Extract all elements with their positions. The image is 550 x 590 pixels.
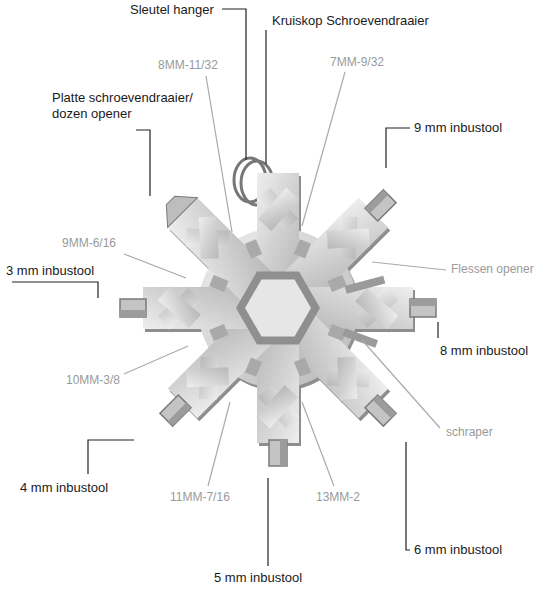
part-label: 8 mm inbustool bbox=[440, 343, 528, 359]
size-label: 7MM-9/32 bbox=[330, 55, 384, 69]
part-label: Kruiskop Schroevendraaier bbox=[272, 13, 429, 29]
size-label: 8MM-11/32 bbox=[158, 58, 218, 72]
size-label: 13MM-2 bbox=[316, 490, 360, 504]
size-label: 9MM-6/16 bbox=[62, 236, 116, 250]
size-label: schraper bbox=[446, 425, 493, 439]
size-label: 11MM-7/16 bbox=[170, 490, 230, 504]
part-label: 5 mm inbustool bbox=[214, 570, 302, 586]
snowflake-tool bbox=[120, 173, 436, 466]
part-label: 9 mm inbustool bbox=[414, 120, 502, 136]
size-label: Flessen opener bbox=[451, 262, 534, 276]
leader-lines bbox=[12, 9, 446, 566]
part-label: 4 mm inbustool bbox=[20, 480, 108, 496]
size-label: 10MM-3/8 bbox=[66, 373, 120, 387]
part-label: 3 mm inbustool bbox=[6, 263, 94, 279]
part-label: 6 mm inbustool bbox=[414, 542, 502, 558]
part-label: Platte schroevendraaier/ dozen opener bbox=[52, 90, 217, 121]
part-label: Sleutel hanger bbox=[130, 2, 214, 18]
